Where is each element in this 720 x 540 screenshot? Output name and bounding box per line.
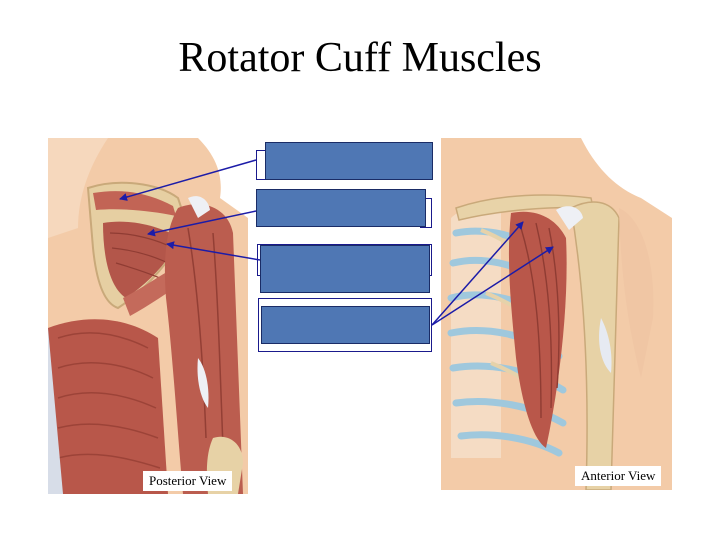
posterior-shoulder-illustration (48, 138, 248, 494)
label-box-3[interactable] (260, 245, 430, 293)
label-box-2[interactable] (256, 189, 426, 227)
label-box-1[interactable] (265, 142, 433, 180)
posterior-view-figure (48, 138, 248, 494)
slide-title: Rotator Cuff Muscles (178, 35, 542, 81)
anterior-view-label: Anterior View (575, 466, 662, 486)
anterior-view-figure (441, 138, 672, 490)
label-box-4[interactable] (261, 306, 430, 344)
posterior-view-label: Posterior View (143, 471, 233, 491)
anterior-shoulder-illustration (441, 138, 672, 490)
